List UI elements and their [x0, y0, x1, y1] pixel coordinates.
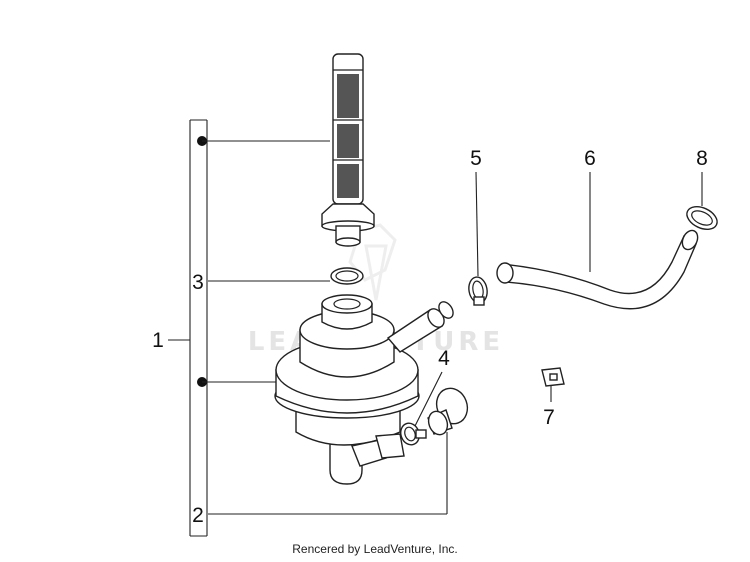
callouts: 1 2 3 4 5 6 7 8 — [152, 147, 708, 527]
callout-2: 2 — [192, 504, 204, 527]
retaining-clip — [541, 367, 565, 387]
o-ring — [330, 267, 364, 285]
hose-clamp-upper — [468, 276, 488, 306]
footer-credit: Rencered by LeadVenture, Inc. — [292, 542, 457, 556]
fuel-hose — [496, 229, 699, 310]
callout-1: 1 — [152, 329, 164, 352]
watermark-logo — [348, 223, 397, 301]
hose-clamp-lower — [400, 422, 427, 446]
fuel-pump-body — [274, 294, 454, 485]
callout-7: 7 — [543, 406, 555, 429]
group-bracket — [168, 119, 330, 537]
callout-3: 3 — [192, 271, 204, 294]
callout-5: 5 — [470, 147, 482, 170]
callout-6: 6 — [584, 147, 596, 170]
callout-4: 4 — [438, 347, 450, 370]
callout-8: 8 — [696, 147, 708, 170]
fuel-filter-screen — [321, 53, 375, 247]
hose-fitting — [427, 387, 469, 436]
leader-lines — [208, 171, 703, 515]
hose-clamp-end — [686, 205, 718, 231]
